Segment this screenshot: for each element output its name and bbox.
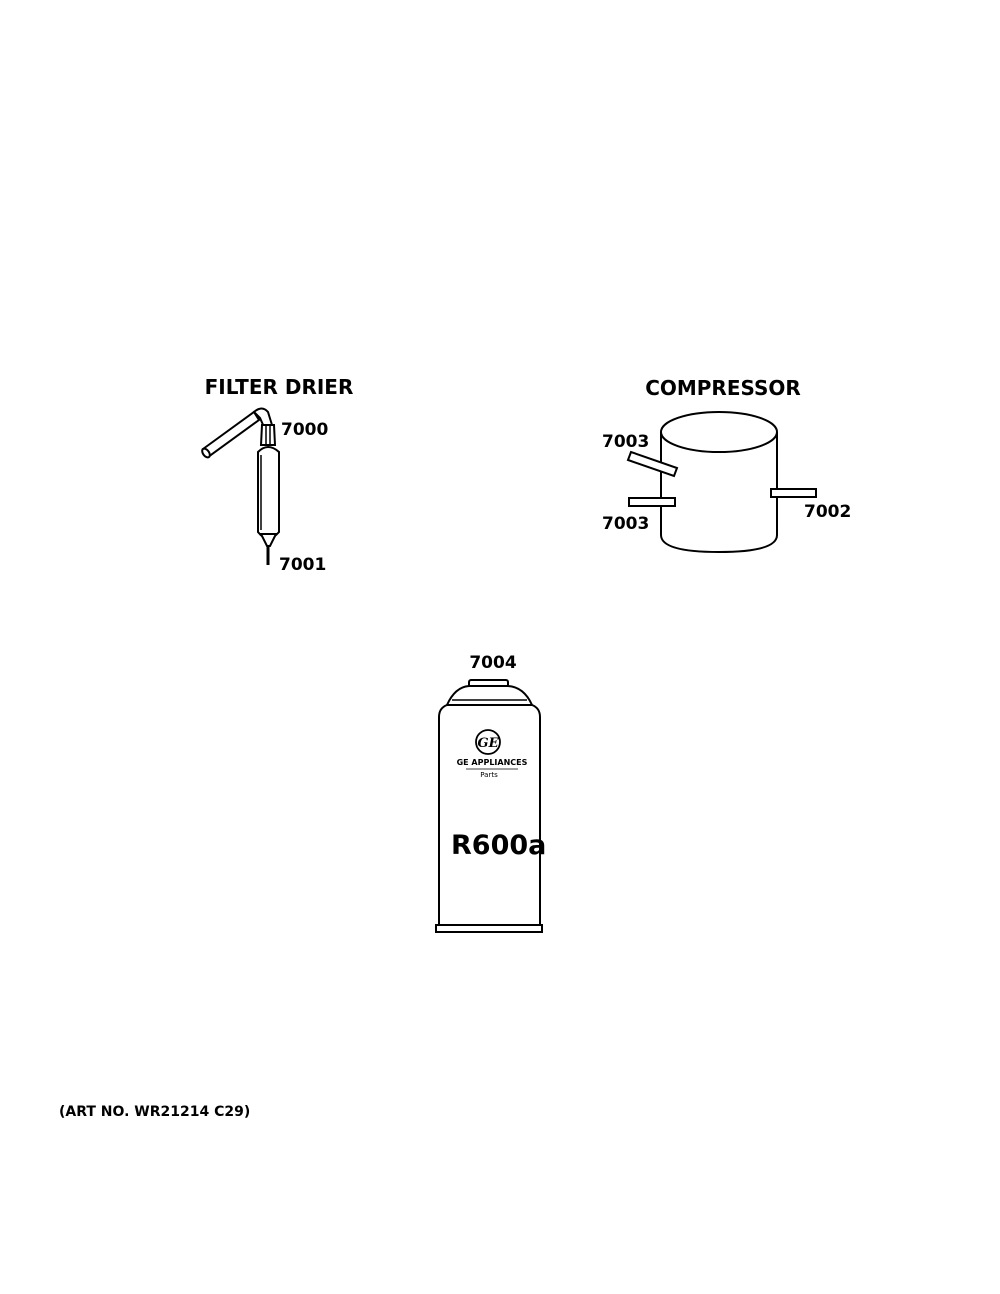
filter-drier-group: FILTER DRIER 7000 7001 [201,375,354,575]
compressor-drawing [626,411,817,554]
compressor-heading: COMPRESSOR [645,376,801,400]
can-logo-brand: GE APPLIANCES [457,758,528,767]
callout-7001: 7001 [279,555,326,575]
compressor-group: COMPRESSOR 7003 7003 7002 [602,376,851,554]
can-refrigerant-label: R600a [451,830,546,861]
compressor-fitting-lower [628,497,676,507]
can-dome [445,685,534,706]
compressor-top [660,411,778,453]
callout-7003-lower: 7003 [602,514,649,534]
ge-logo: GE [475,729,501,755]
can-base [435,924,543,933]
drier-neck [259,424,277,446]
compressor-body [660,432,778,554]
callout-7002: 7002 [804,502,851,522]
filter-drier-drawing [201,407,280,565]
refrigerant-can-drawing: GE GE APPLIANCES Parts R600a [435,679,546,933]
ge-logo-monogram: GE [477,736,499,751]
art-number: (ART NO. WR21214 C29) [59,1104,250,1120]
filter-drier-heading: FILTER DRIER [205,375,354,399]
callout-7004: 7004 [469,653,516,673]
drier-inlet-end [201,447,211,459]
refrigerant-can-group: 7004 GE GE APPLIANCES Parts R600a [435,653,546,933]
can-logo-sub: Parts [480,771,498,779]
compressor-fitting-upper [626,450,679,478]
drier-inlet-tube [201,410,261,459]
compressor-fitting-right [770,488,817,498]
callout-7003-upper: 7003 [602,432,649,452]
callout-7000: 7000 [281,420,328,440]
ge-logo-circle [475,729,501,755]
drier-bottom-taper [259,533,278,547]
